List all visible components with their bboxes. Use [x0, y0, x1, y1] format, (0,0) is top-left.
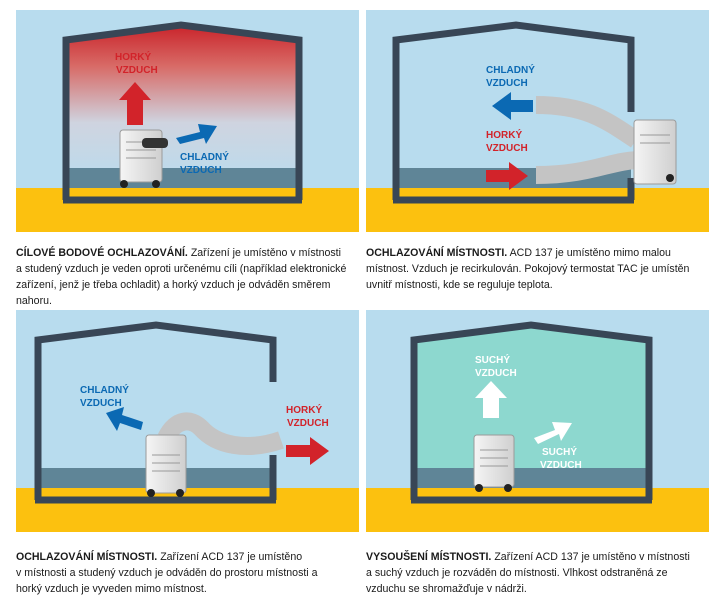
caption-text: v místnosti a studený vzduch je odváděn … [16, 567, 318, 579]
house-outline [62, 21, 303, 200]
dehumidifier-unit [473, 434, 515, 492]
floor [16, 488, 359, 532]
caption-text: a suchý vzduch je rozváděn do místnosti.… [366, 567, 668, 579]
house-outline [392, 21, 635, 200]
caption-text: a studený vzduch je veden oproti určeném… [16, 263, 347, 275]
caption-text: ACD 137 je umístěno mimo malou [507, 247, 671, 259]
cold-air-arrow [106, 407, 143, 431]
air-hose [157, 412, 284, 455]
caption-room-drying: VYSOUŠENÍ MÍSTNOSTI. Zařízení ACD 137 je… [366, 549, 711, 597]
house-outline [34, 321, 277, 500]
room-interior [414, 325, 649, 488]
hot-air-arrow [119, 82, 151, 125]
caption-spot-cooling: CÍLOVÉ BODOVÉ OCHLAZOVÁNÍ. Zařízení je u… [16, 245, 356, 309]
caption-text: uvnitř místnosti, kde se reguluje teplot… [366, 279, 553, 291]
caption-text: místnost. Vzduch je recirkulován. Pokojo… [366, 263, 690, 275]
caption-text: Zařízení ACD 137 je umístěno [157, 551, 303, 563]
air-hose [535, 151, 642, 184]
caption-room-cooling-outside: OCHLAZOVÁNÍ MÍSTNOSTI. ACD 137 je umístě… [366, 245, 711, 293]
ac-unit [119, 129, 168, 188]
hot-air-arrow [286, 437, 329, 465]
caption-text: vzduchu se shromažďuje v nádrži. [366, 583, 527, 595]
caption-title: VYSOUŠENÍ MÍSTNOSTI. [366, 551, 492, 563]
house-outline [410, 321, 653, 500]
hot-air-arrow [486, 162, 528, 190]
caption-room-cooling-inside: OCHLAZOVÁNÍ MÍSTNOSTI. Zařízení ACD 137 … [16, 549, 356, 597]
caption-text: Zařízení je umístěno v místnosti [187, 247, 341, 259]
floor [366, 188, 709, 232]
caption-text: horký vzduch je vyveden mimo místnost. [16, 583, 207, 595]
ac-unit [145, 434, 187, 497]
air-hose [535, 96, 641, 148]
room-interior [66, 25, 299, 188]
dry-air-arrow [534, 422, 572, 444]
cold-air-arrow [176, 124, 217, 144]
cold-air-arrow [492, 92, 533, 120]
caption-title: OCHLAZOVÁNÍ MÍSTNOSTI. [366, 247, 508, 259]
caption-title: OCHLAZOVÁNÍ MÍSTNOSTI. [16, 551, 158, 563]
ac-unit [633, 119, 677, 185]
room-background [16, 310, 359, 488]
room-floor [414, 468, 649, 488]
caption-text: zařízení, jenž je třeba ochladit) a hork… [16, 279, 331, 307]
caption-title: CÍLOVÉ BODOVÉ OCHLAZOVÁNÍ. [16, 247, 188, 259]
dry-air-arrow [475, 381, 507, 418]
caption-text: Zařízení ACD 137 je umístěno v místnosti [491, 551, 690, 563]
